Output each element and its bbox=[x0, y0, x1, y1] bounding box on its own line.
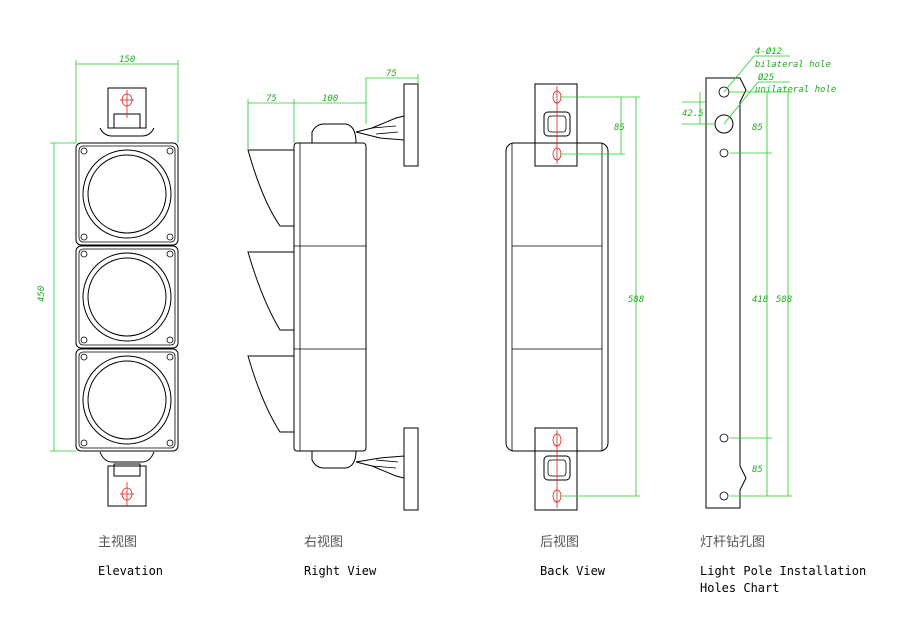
dim-right-bracket: 75 bbox=[386, 69, 397, 79]
module-middle bbox=[75, 245, 179, 349]
caption-pole-line2: Holes Chart bbox=[700, 581, 780, 595]
elevation-view: 150 450 bbox=[37, 55, 179, 507]
pole-outline bbox=[705, 77, 747, 509]
dim-pole-mid: 418 bbox=[752, 295, 768, 305]
caption-right: Right View bbox=[304, 564, 377, 578]
dim-pole-top: 85 bbox=[752, 123, 763, 133]
right-bottom-plate bbox=[403, 427, 419, 511]
right-top-plate bbox=[403, 83, 419, 167]
dim-pole-total: 588 bbox=[776, 295, 792, 305]
right-top-cap bbox=[311, 123, 357, 144]
caption-elevation-cn: 主视图 bbox=[98, 535, 138, 550]
dim-pole-bilateral: bilateral hole bbox=[755, 60, 831, 70]
pole-hole-2-icon bbox=[719, 148, 729, 158]
visor-middle bbox=[247, 251, 295, 331]
dim-right-visor: 75 bbox=[266, 94, 277, 104]
right-body bbox=[293, 142, 367, 452]
dim-back-top: 85 bbox=[614, 123, 625, 133]
visor-bottom bbox=[247, 355, 295, 433]
right-bottom-cap bbox=[311, 450, 357, 469]
caption-back-cn: 后视图 bbox=[540, 535, 580, 550]
pole-hole-4-icon bbox=[719, 491, 729, 501]
pole-hole-3-icon bbox=[719, 433, 729, 443]
right-view: 75 100 75 bbox=[247, 69, 419, 511]
pole-hole-top-icon bbox=[718, 86, 730, 98]
back-body bbox=[505, 142, 609, 452]
dim-elev-height: 450 bbox=[37, 286, 47, 302]
dim-elev-width: 150 bbox=[119, 55, 135, 65]
right-top-arm bbox=[355, 115, 405, 141]
caption-elevation: Elevation bbox=[98, 564, 164, 578]
dim-back-total: 588 bbox=[628, 295, 644, 305]
dim-pole-holes: 4-Ø12 bbox=[755, 46, 782, 57]
dim-pole-bottom: 85 bbox=[752, 465, 763, 475]
caption-back: Back View bbox=[540, 564, 606, 578]
back-bottom-plate bbox=[534, 427, 578, 511]
dim-pole-unilateral: unilateral hole bbox=[755, 85, 836, 95]
module-bottom bbox=[75, 348, 179, 452]
module-top bbox=[75, 142, 179, 246]
pole-view: 4-Ø12 bilateral hole Ø25 unilateral hole… bbox=[682, 46, 836, 509]
bottom-bracket-neck bbox=[113, 463, 141, 477]
caption-right-cn: 右视图 bbox=[304, 535, 344, 550]
dim-pole-diam: Ø25 bbox=[758, 72, 774, 83]
visor-top bbox=[247, 149, 295, 227]
caption-pole-line1: Light Pole Installation bbox=[700, 564, 867, 578]
dim-pole-offset: 42.5 bbox=[682, 109, 704, 119]
back-top-plate bbox=[534, 83, 578, 167]
dim-right-body: 100 bbox=[322, 94, 338, 104]
back-view: 85 588 bbox=[505, 83, 644, 511]
caption-pole-cn: 灯杆钻孔图 bbox=[700, 535, 766, 550]
